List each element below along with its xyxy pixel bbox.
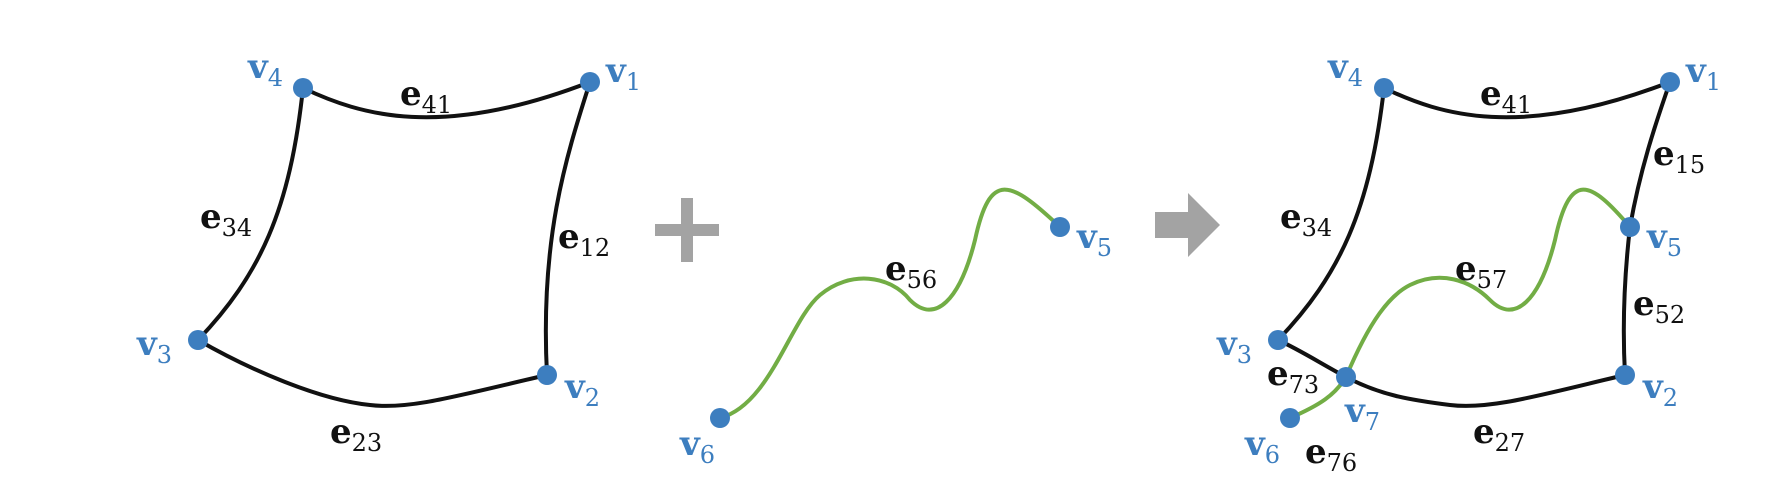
vertex-label-v5-after: v5 [1646,217,1682,262]
vertex-label-v2: v2 [564,367,600,412]
edge-label-e27: e27 [1473,412,1525,457]
vertex-v7-dot [1336,367,1356,387]
edge-e41-after [1382,80,1672,120]
vertex-label-v4: v4 [247,47,283,92]
vertex-v5-dot [1050,217,1070,237]
edge-label-e34: e34 [200,197,252,242]
vertex-v4-dot-after [1374,78,1394,98]
plus-icon [655,198,719,262]
vertex-label-v5: v5 [1076,217,1112,262]
edge-e52 [1621,225,1632,377]
panel-before: v4 v1 v3 v2 e41 e34 e12 e23 [136,47,641,457]
vertex-label-v7: v7 [1344,391,1380,436]
right-arrow-icon [1155,193,1220,257]
vertex-label-v2-after: v2 [1642,367,1678,412]
edge-e27 [1344,373,1627,408]
vertex-v1-dot-after [1660,72,1680,92]
vertex-label-v1-after: v1 [1685,51,1721,96]
edge-label-e41: e41 [400,74,452,119]
vertex-v5-dot-after [1620,217,1640,237]
vertex-v6-dot [710,408,730,428]
vertex-v3-dot [188,330,208,350]
vertex-v2-dot [537,365,557,385]
vertex-label-v6: v6 [679,424,715,469]
edge-label-e15: e15 [1653,134,1705,179]
vertex-label-v3-after: v3 [1216,324,1252,369]
edge-e12 [543,80,592,377]
vertex-v1-dot [580,72,600,92]
edge-label-e12: e12 [558,217,610,262]
edge-label-e34-after: e34 [1280,197,1332,242]
edge-label-e56: e56 [885,249,937,294]
edge-label-e76: e76 [1305,432,1357,477]
vertex-v6-dot-after [1280,408,1300,428]
vertex-label-v6-after: v6 [1244,424,1280,469]
vertex-v4-dot [293,78,313,98]
edge-e57 [1344,187,1632,379]
edge-e56 [718,187,1062,420]
edge-e15 [1628,80,1672,229]
edge-e34 [196,86,305,342]
edge-label-e57: e57 [1455,249,1507,294]
edge-e41 [301,80,592,120]
edge-label-e41-after: e41 [1480,74,1532,119]
vertex-v2-dot-after [1615,365,1635,385]
edge-e23 [196,338,549,408]
vertex-label-v4-after: v4 [1327,47,1363,92]
edge-label-e52: e52 [1633,284,1685,329]
edge-e34-after [1276,86,1386,342]
edge-label-e73: e73 [1267,354,1319,399]
vertex-label-v3: v3 [136,324,172,369]
edge-label-e23: e23 [330,412,382,457]
vertex-label-v1: v1 [605,51,641,96]
panel-after: v4 v1 v5 v3 v7 v2 v6 e41 e15 e34 e57 e52… [1216,47,1721,477]
vertex-v3-dot-after [1268,330,1288,350]
panel-curve: v5 v6 e56 [679,187,1112,469]
